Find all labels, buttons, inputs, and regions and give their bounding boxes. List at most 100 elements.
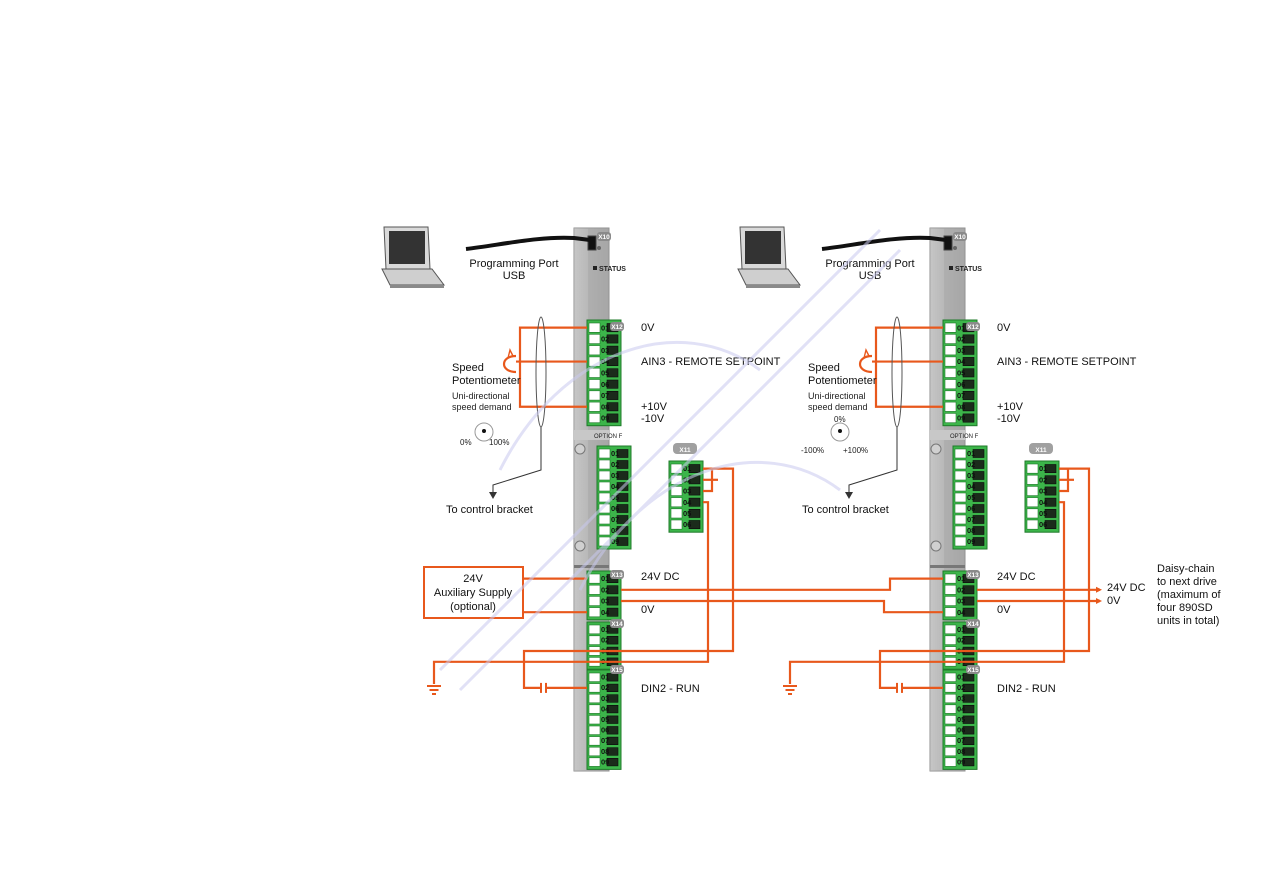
pin-slot bbox=[598, 481, 611, 492]
screw-terminal bbox=[962, 607, 975, 617]
wire-daisy-0v bbox=[621, 599, 943, 614]
pin-slot bbox=[944, 624, 957, 635]
pin-number: 03 bbox=[601, 597, 609, 606]
pin-slot bbox=[944, 333, 957, 344]
pin-number: 06 bbox=[601, 726, 609, 735]
usb-cable bbox=[821, 235, 947, 251]
pin-slot bbox=[944, 704, 957, 714]
daisy-24vdc-label: 24V DC bbox=[1107, 582, 1146, 594]
pin-slot bbox=[670, 497, 683, 508]
option-label: OPTION F bbox=[950, 434, 979, 440]
pin-slot bbox=[944, 413, 957, 423]
label-plus-10v: +10V bbox=[641, 401, 668, 413]
pin-number: 09 bbox=[957, 757, 965, 766]
pin-slot bbox=[588, 624, 601, 635]
screw-icon bbox=[574, 443, 586, 455]
pin-number: 03 bbox=[967, 471, 975, 480]
pin-number: 03 bbox=[1039, 487, 1047, 496]
pin-slot bbox=[588, 736, 601, 746]
pin-number: 05 bbox=[683, 509, 691, 518]
pin-slot bbox=[598, 514, 611, 525]
pin-number: 04 bbox=[683, 498, 692, 507]
screw-terminal bbox=[962, 357, 975, 366]
screw-terminal bbox=[972, 449, 985, 458]
to-bracket-label: To control bracket bbox=[446, 504, 533, 516]
pin-slot bbox=[1026, 463, 1039, 474]
pin-slot bbox=[944, 379, 957, 390]
pin-slot bbox=[588, 704, 601, 714]
screw-terminal bbox=[972, 526, 985, 535]
screw-terminal bbox=[962, 334, 975, 344]
pin-slot bbox=[588, 584, 601, 595]
pin-number: 09 bbox=[601, 414, 609, 423]
pin-number: 08 bbox=[601, 402, 609, 411]
pin-slot bbox=[954, 492, 967, 503]
pin-number: 05 bbox=[611, 493, 619, 502]
dial-knob-icon bbox=[482, 429, 486, 433]
pin-number: 03 bbox=[601, 694, 609, 703]
wire-ground bbox=[432, 660, 587, 684]
pin-slot bbox=[670, 508, 683, 519]
screw-terminal bbox=[606, 704, 619, 714]
screw-terminal bbox=[962, 694, 975, 703]
connector-tag-label: X10 bbox=[954, 234, 966, 241]
label-0v: 0V bbox=[641, 322, 655, 334]
status-label: STATUS bbox=[955, 266, 982, 273]
label-24vdc: 24V DC bbox=[997, 571, 1036, 583]
x11-badge bbox=[1029, 443, 1053, 454]
pin-number: 08 bbox=[611, 526, 619, 535]
pin-number: 02 bbox=[601, 683, 609, 692]
pin-number: 05 bbox=[601, 715, 609, 724]
wire-x11-to-x14 bbox=[943, 501, 1066, 663]
screw-terminal bbox=[1044, 475, 1057, 485]
dial-mid-label: 0% bbox=[834, 415, 846, 424]
pin-number: 05 bbox=[967, 493, 975, 502]
pin-slot bbox=[588, 596, 601, 606]
pin-slot bbox=[588, 322, 601, 333]
dial-max-label: +100% bbox=[843, 446, 868, 455]
usb-cable bbox=[465, 235, 591, 251]
wire-x11-to-x14 bbox=[943, 467, 1091, 653]
pin-number: 02 bbox=[601, 585, 609, 594]
screw-terminal bbox=[1044, 497, 1057, 507]
status-led-icon bbox=[593, 266, 597, 270]
daisy-note: Daisy-chain bbox=[1157, 563, 1214, 575]
pin-number: 04 bbox=[611, 482, 620, 491]
pin-slot bbox=[588, 367, 601, 378]
connector-tag-label: X13 bbox=[967, 572, 979, 579]
pin-number: 07 bbox=[967, 515, 975, 524]
pin-slot bbox=[598, 536, 611, 547]
pin-slot bbox=[944, 757, 957, 767]
pin-number: 01 bbox=[967, 449, 975, 458]
label-0v-power: 0V bbox=[641, 604, 655, 616]
pin-slot bbox=[944, 356, 957, 367]
pin-slot bbox=[670, 519, 683, 530]
aux-supply-label: 24V bbox=[463, 573, 483, 585]
daisy-note: four 890SD bbox=[1157, 602, 1213, 614]
pot-desc: Uni-directional bbox=[808, 391, 866, 401]
pin-slot bbox=[1026, 497, 1039, 508]
pin-slot bbox=[1026, 519, 1039, 530]
pin-slot bbox=[944, 367, 957, 378]
usb-label: USB bbox=[503, 270, 526, 282]
label-ain3: AIN3 - REMOTE SETPOINT bbox=[641, 356, 781, 368]
screw-terminal bbox=[972, 460, 985, 469]
tag-x13 bbox=[966, 570, 980, 579]
pin-number: 07 bbox=[957, 391, 965, 400]
screw-terminal bbox=[972, 493, 985, 502]
pin-number: 01 bbox=[957, 625, 965, 634]
pin-slot bbox=[944, 635, 957, 645]
laptop-screen bbox=[389, 231, 425, 264]
pin-slot bbox=[954, 503, 967, 514]
pin-number: 04 bbox=[601, 704, 610, 713]
screw-terminal bbox=[962, 390, 975, 400]
pin-slot bbox=[954, 536, 967, 547]
pin-number: 06 bbox=[967, 504, 975, 513]
tag-x14 bbox=[966, 619, 980, 628]
pin-number: 07 bbox=[957, 736, 965, 745]
screw-terminal bbox=[972, 482, 985, 491]
pin-slot bbox=[588, 390, 601, 401]
pin-number: 08 bbox=[967, 526, 975, 535]
screw-icon bbox=[930, 443, 942, 455]
